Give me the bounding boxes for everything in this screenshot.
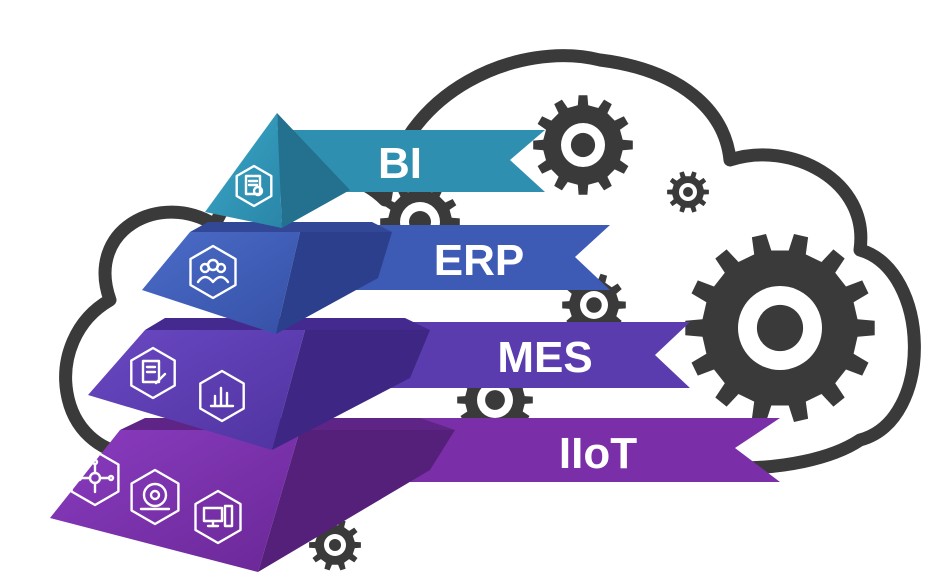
cloud-outline (59, 49, 921, 475)
gear-icon (667, 171, 709, 213)
pyramid-layer-erp (142, 222, 392, 334)
ribbon-bi: BI (275, 130, 545, 192)
gear-icon (685, 234, 875, 422)
saw-blade-icon (130, 468, 180, 526)
pyramid-layer-iiot (50, 418, 455, 572)
ribbon-erp: ERP (330, 225, 610, 290)
document-edit-icon (130, 346, 176, 400)
ribbon-mes: MES (385, 322, 690, 388)
layer-label-erp: ERP (434, 236, 524, 285)
gear-icon (533, 95, 633, 195)
report-icon (235, 164, 273, 208)
pyramid-layer-bi (205, 113, 350, 228)
layer-label-mes: MES (497, 333, 592, 382)
bar-chart-icon (199, 369, 245, 423)
circuit-icon (70, 449, 120, 507)
layer-label-bi: BI (378, 139, 422, 188)
ribbon-iiot: IIoT (400, 418, 780, 482)
users-group-icon (189, 244, 237, 300)
layer-label-iiot: IIoT (559, 429, 637, 478)
computer-icon (194, 489, 242, 545)
